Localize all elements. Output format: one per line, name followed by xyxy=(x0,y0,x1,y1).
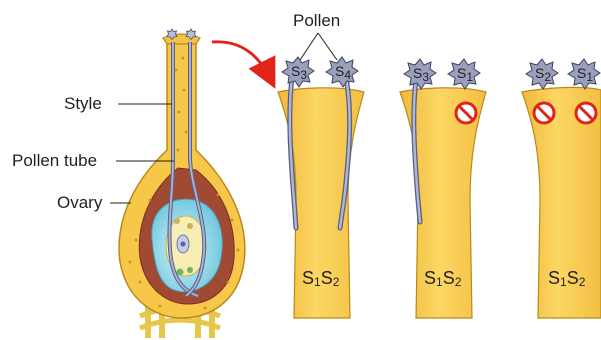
pollen-grain-icon: S3 xyxy=(282,57,314,87)
grain-letter: S xyxy=(335,63,344,79)
pistil xyxy=(119,29,245,338)
pollen-tube-label: Pollen tube xyxy=(12,151,97,170)
grain-sub: 3 xyxy=(422,70,429,84)
style-panel-1: S3 S4 S1S2 xyxy=(278,57,364,318)
pollen-grain-icon: S1 xyxy=(568,59,600,89)
grain-letter: S xyxy=(457,65,466,81)
pollen-grain-icon: S2 xyxy=(526,59,558,89)
ovary-label: Ovary xyxy=(57,193,103,212)
no-entry-icon xyxy=(534,103,554,123)
pollen-grain-icon: S3 xyxy=(404,59,436,89)
style-panel-2: S3 S1 S1S2 xyxy=(400,59,486,318)
pollen-label: Pollen xyxy=(293,11,340,30)
grain-sub: 3 xyxy=(300,68,307,82)
pollen-callout: Pollen xyxy=(293,11,340,60)
grain-letter: S xyxy=(535,65,544,81)
no-entry-icon xyxy=(576,103,596,123)
style-panel-3: S2 S1 S1S2 xyxy=(522,59,601,318)
curved-arrow-icon xyxy=(212,42,270,78)
pollen-grain-icon: S4 xyxy=(326,57,358,87)
grain-sub: 1 xyxy=(586,70,593,84)
grain-letter: S xyxy=(291,63,300,79)
grain-letter: S xyxy=(577,65,586,81)
style-label: Style xyxy=(64,94,102,113)
no-entry-icon xyxy=(456,103,476,123)
grain-sub: 4 xyxy=(344,68,351,82)
grain-letter: S xyxy=(413,65,422,81)
grain-sub: 1 xyxy=(466,70,473,84)
pollen-grain-icon: S1 xyxy=(448,59,480,89)
grain-sub: 2 xyxy=(544,70,551,84)
